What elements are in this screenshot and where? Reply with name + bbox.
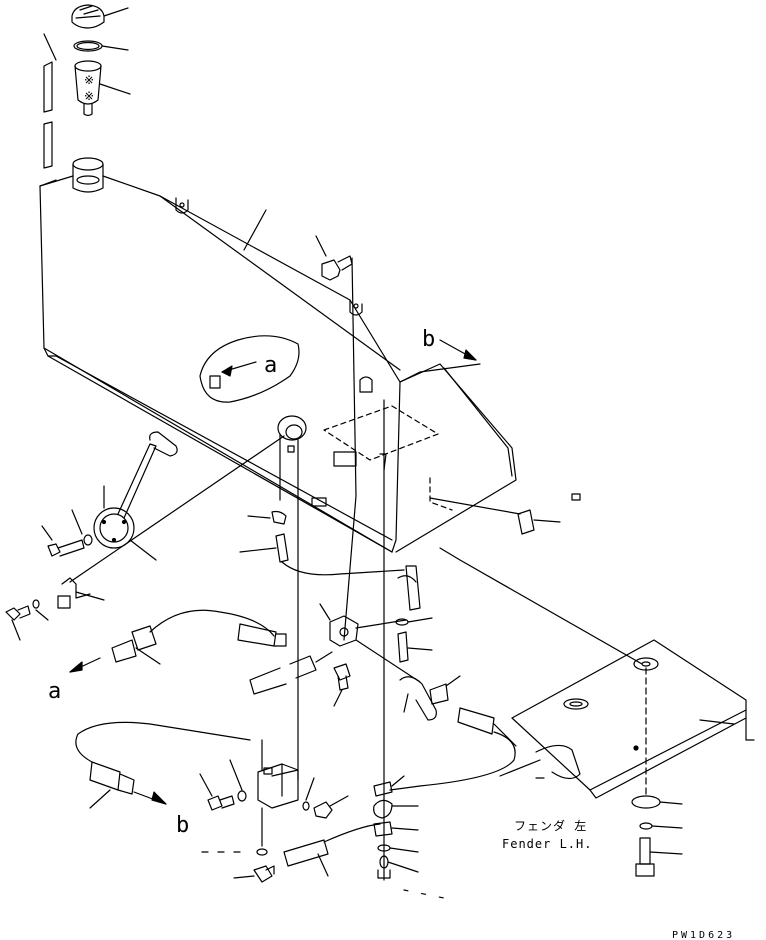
fuel-sender bbox=[41, 431, 178, 561]
fender-lh bbox=[439, 547, 755, 799]
drain-fitting bbox=[429, 497, 561, 535]
tee-joint bbox=[249, 603, 421, 707]
callout-a-left-label: a bbox=[48, 679, 61, 704]
valve-lever bbox=[399, 675, 517, 747]
callout-b-top: b bbox=[422, 327, 477, 361]
elbow-fitting bbox=[315, 235, 357, 641]
callout-a-top-label: a bbox=[264, 353, 277, 378]
asterisk-mark-2: ※ bbox=[84, 89, 95, 103]
hose-upper bbox=[111, 609, 287, 665]
callout-b-label: b bbox=[422, 327, 435, 352]
mounting-block bbox=[199, 739, 299, 883]
fuel-tank bbox=[39, 157, 581, 553]
dipstick-bar bbox=[43, 33, 57, 169]
filler-cap bbox=[71, 4, 129, 29]
fender-note-jp: フェンダ 左 bbox=[514, 818, 587, 833]
clamp-bracket bbox=[5, 435, 285, 641]
callout-a-left: a bbox=[48, 657, 101, 704]
callout-b-lower-label: b bbox=[176, 813, 189, 838]
fender-bolt-set bbox=[631, 795, 683, 877]
drawing-code: PW1D623 bbox=[672, 930, 735, 940]
gasket-ring bbox=[73, 40, 129, 52]
hose-lower: b bbox=[75, 721, 516, 877]
bolt-stack bbox=[373, 399, 445, 899]
bolt-washer-right bbox=[395, 617, 433, 663]
clip-small bbox=[239, 433, 421, 781]
strainer: ※ ※ bbox=[74, 60, 131, 117]
asterisk-mark: ※ bbox=[84, 73, 95, 87]
elbow-lower bbox=[302, 777, 349, 819]
fender-note-en: Fender L.H. bbox=[502, 837, 592, 851]
